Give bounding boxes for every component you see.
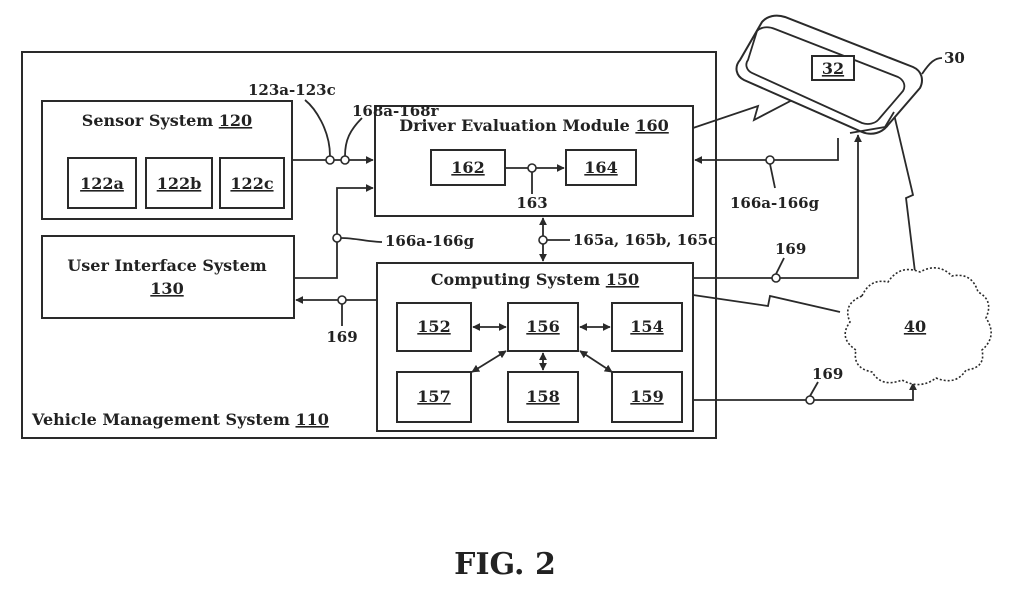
label-169-bottom: 169 [812,365,843,383]
component-152-label: 152 [417,317,450,336]
sensor-122a-label: 122a [80,174,124,193]
sensor-122a-box [67,157,137,209]
component-157-label: 157 [417,387,450,406]
driver-evaluation-module-box [374,105,694,217]
component-159-label: 159 [630,387,663,406]
junction-163 [527,163,537,173]
component-156-label: 156 [526,317,559,336]
component-158-box [507,371,579,423]
component-154-label: 154 [630,317,663,336]
wireless-link-30-40 [892,109,916,273]
connector-130-160 [294,184,374,279]
label-166-right: 166a-166g [730,194,820,212]
leader-166-right [769,163,776,189]
network-40-label: 40 [904,317,926,336]
sensor-122c-box [219,157,285,209]
connector-150-40 [693,382,917,401]
leader-169-bottom [809,381,819,397]
junction-166-right [765,155,775,165]
label-163: 163 [516,194,547,212]
component-157-box [396,371,472,423]
user-interface-system-box [41,235,295,319]
component-152-box [396,302,472,352]
leader-168 [344,117,363,157]
driver-evaluation-module-label: Driver Evaluation Module 160 [399,116,669,135]
figure-caption: FIG. 2 [454,547,556,582]
sensor-122b-box [145,157,213,209]
user-interface-system-label: User Interface System [67,256,266,275]
network-cloud [844,267,992,386]
module-164-box [565,149,637,186]
connector-156-159 [579,350,613,373]
sensor-122c-label: 122c [230,174,273,193]
label-30: 30 [944,49,965,67]
component-156-box [507,302,579,352]
component-154-box [611,302,683,352]
label-165: 165a, 165b, 165c [573,231,717,249]
leader-123 [304,99,331,157]
module-162-label: 162 [451,158,484,177]
junction-169-bottom [805,395,815,405]
connector-30-160 [694,138,839,164]
module-162-box [430,149,506,186]
sensor-122b-label: 122b [157,174,202,193]
label-168: 168a-168r [352,102,440,120]
connector-156-157 [471,350,507,373]
leader-166-left [340,237,383,243]
label-169-top: 169 [775,240,806,258]
wireless-link-150-40 [692,294,841,313]
computing-system-label: Computing System 150 [431,270,639,289]
module-164-label: 164 [584,158,617,177]
junction-169-top [771,273,781,283]
wireless-link-160-30 [692,95,801,129]
junction-168 [340,155,350,165]
sensor-system-label: Sensor System 120 [82,111,252,130]
junction-169-left [337,295,347,305]
junction-166-left [332,233,342,243]
user-interface-system-ref: 130 [150,279,183,298]
junction-165 [538,235,548,245]
device-screen-32-label: 32 [822,59,844,78]
label-166-left: 166a-166g [385,232,475,250]
connector-150-30 [693,134,862,279]
junction-123 [325,155,335,165]
leader-169-top [775,257,785,275]
label-169-left: 169 [326,328,357,346]
vehicle-management-system-label: Vehicle Management System 110 [31,410,329,429]
device-screen-32-box [811,55,855,81]
component-158-label: 158 [526,387,559,406]
leader-30 [921,57,943,75]
component-159-box [611,371,683,423]
label-123: 123a-123c [248,81,336,99]
